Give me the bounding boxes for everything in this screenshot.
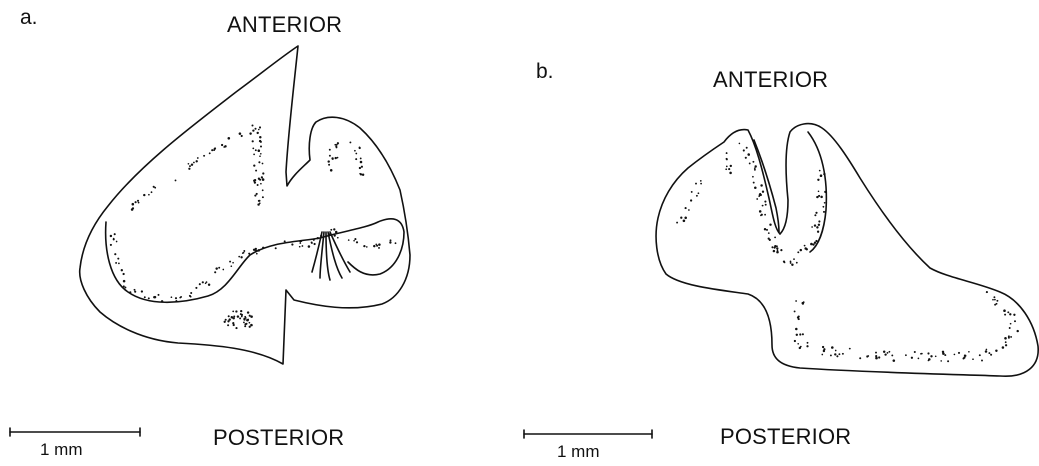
panel-b-outer-outline [656,124,1038,377]
stipple-dots [110,124,1019,362]
panel-a-inner-outline [106,219,404,302]
panel-a-scale-bar [10,428,140,436]
panel-b-scale-bar [524,430,652,438]
